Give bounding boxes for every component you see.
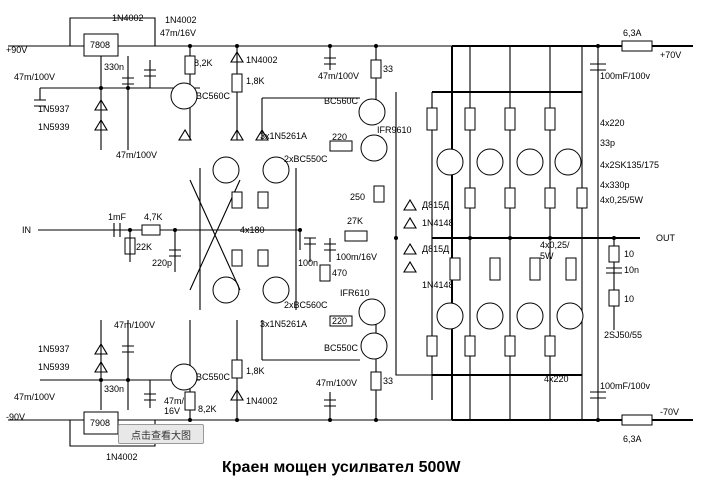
label-c10n: 10n <box>624 265 639 275</box>
label-cap-top-a: 47m/16V <box>160 28 196 38</box>
label-q-bc550c-bot: BC550C <box>196 372 231 382</box>
label-d1n4148-bot: 1N4148 <box>422 280 454 290</box>
label-r4x025b-5w: 5W <box>540 251 554 261</box>
output-mosfets-top <box>426 46 588 400</box>
label-c4x330p: 4x330p <box>600 180 630 190</box>
fuse-top <box>621 40 653 52</box>
label-reg-top: 7808 <box>90 40 110 50</box>
label-r10a: 10 <box>624 249 634 259</box>
label-cap-mid-top: 47m/100V <box>116 150 157 160</box>
label-r47k: 4,7K <box>144 212 163 222</box>
fuse-bottom <box>621 414 653 426</box>
label-ifr9610: IFR9610 <box>377 125 412 135</box>
label-r33-bot: 33 <box>383 376 393 386</box>
input-stage <box>38 92 432 376</box>
label-r18k-bot: 1,8K <box>246 366 265 376</box>
label-fuse-bottom: 6,3A <box>623 434 642 444</box>
label-r33-top: 33 <box>383 64 393 74</box>
label-q2-bc560c: 2xBC560C <box>284 300 328 310</box>
bottom-supply <box>40 298 388 447</box>
label-d-bot1: 1N4002 <box>106 452 138 462</box>
label-c100m: 100m/16V <box>336 252 377 262</box>
label-d-top1: 1N4002 <box>112 13 144 23</box>
label-q-bc550c-r: BC550C <box>324 343 359 353</box>
label-q2-bc550c: 2xBC550C <box>284 154 328 164</box>
label-cap-mid-bot: 47m/100V <box>316 378 357 388</box>
label-cap-left-top: 47m/100V <box>14 72 55 82</box>
label-r10b: 10 <box>624 294 634 304</box>
label-d815-top: Д815Д <box>422 200 449 210</box>
label-c100n: 100n <box>298 258 318 268</box>
label-cap-bot-left: 47m/100V <box>14 392 55 402</box>
label-neg-90v: -90V <box>6 412 25 422</box>
label-c100mf-bot: 100mF/100v <box>600 381 651 391</box>
label-r250: 250 <box>350 192 365 202</box>
label-z5937-top: 1N5937 <box>38 104 70 114</box>
label-pos-70v: +70V <box>660 50 681 60</box>
label-z3-top: 3x1N5261A <box>260 131 307 141</box>
label-r4x180: 4x180 <box>240 225 265 235</box>
label-r27k: 27K <box>347 216 363 226</box>
diagram-title: Краен мощен усилвател 500W <box>222 459 461 476</box>
label-cap-330n-top: 330n <box>104 62 124 72</box>
label-r4x025: 4x0,25/5W <box>600 195 644 205</box>
output-mosfets-bottom <box>426 238 584 420</box>
label-cap-47-bot: 47m/ <box>164 396 185 406</box>
junctions <box>99 44 616 422</box>
label-d1n4148-top: 1N4148 <box>422 218 454 228</box>
label-r18k-top: 1,8K <box>246 76 265 86</box>
label-neg-70v: -70V <box>660 407 679 417</box>
label-z5937-bot: 1N5937 <box>38 344 70 354</box>
label-cap-330n-bot: 330n <box>104 384 124 394</box>
label-r4x220-top: 4x220 <box>600 118 625 128</box>
view-large-image-button[interactable]: 点击查看大图 <box>118 424 204 444</box>
label-r220-bot: 220 <box>332 316 347 326</box>
label-cap-left-bot: 47m/100V <box>114 320 155 330</box>
label-r82k-top: 8,2K <box>194 58 213 68</box>
top-supply <box>34 17 388 162</box>
label-c220p: 220p <box>152 258 172 268</box>
label-out: OUT <box>656 233 676 243</box>
label-c1mf: 1mF <box>108 212 127 222</box>
label-d-top2: 1N4002 <box>165 15 197 25</box>
label-r220-top: 220 <box>332 132 347 142</box>
label-d-bot3: 1N4002 <box>246 396 278 406</box>
label-z3-bot: 3x1N5261A <box>260 319 307 329</box>
label-ifr610: IFR610 <box>340 288 370 298</box>
label-q-bc560c-r: BC560C <box>324 96 359 106</box>
label-z5939-top: 1N5939 <box>38 122 70 132</box>
label-q-bc560c-top: BC560C <box>196 91 231 101</box>
label-fuse-top: 6,3A <box>623 28 642 38</box>
label-q4-2sk: 4x2SK135/175 <box>600 160 659 170</box>
label-cap-top-b: 47m/100V <box>318 71 359 81</box>
label-cap-16v-bot: 16V <box>164 406 180 416</box>
label-r4x025b: 4x0,25/ <box>540 240 570 250</box>
label-c33p: 33p <box>600 138 615 148</box>
label-pos-90v: +90V <box>6 45 27 55</box>
output-network <box>590 46 622 420</box>
label-r82k-bot: 8,2K <box>198 404 217 414</box>
label-r22k: 22K <box>136 242 152 252</box>
label-r4x220-bot: 4x220 <box>544 374 569 384</box>
label-r470: 470 <box>332 268 347 278</box>
label-c100mf-top: 100mF/100v <box>600 71 651 81</box>
label-d-top3: 1N4002 <box>246 55 278 65</box>
label-d815-bot: Д815Д <box>422 244 449 254</box>
label-in: IN <box>22 225 31 235</box>
label-z5939-bot: 1N5939 <box>38 362 70 372</box>
label-reg-bot: 7908 <box>90 418 110 428</box>
label-q2sj: 2SJ50/55 <box>604 330 642 340</box>
